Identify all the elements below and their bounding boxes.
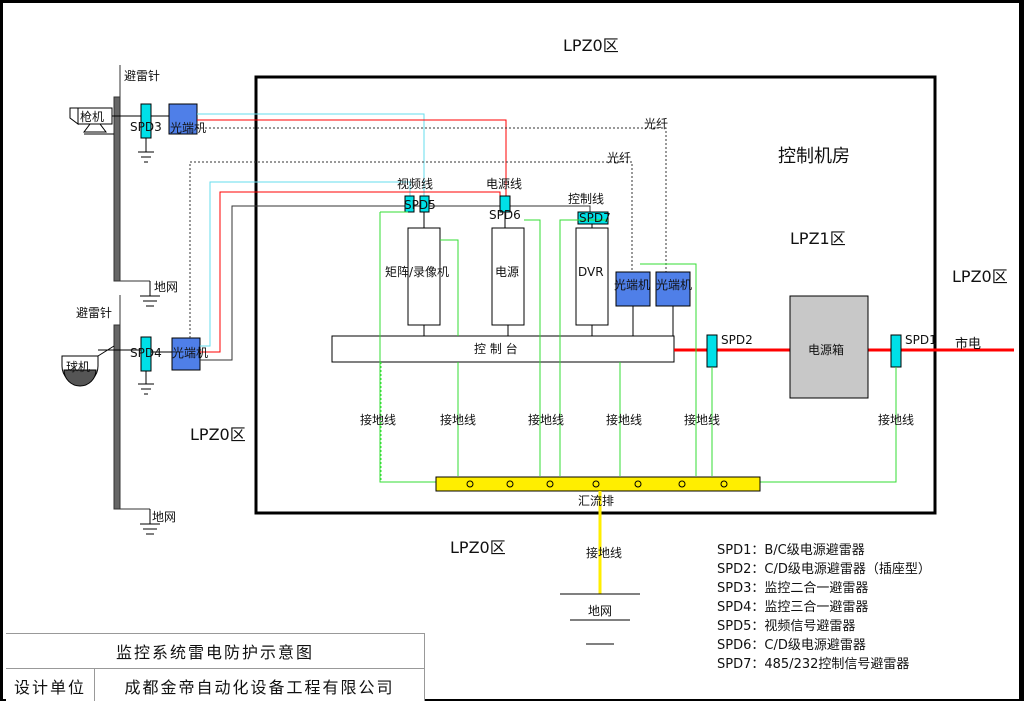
control-cable-label: 控制线	[568, 192, 604, 206]
lower-control-cable	[200, 205, 591, 361]
spd5-device-a	[404, 195, 415, 213]
indoor-optical-terminal-1	[615, 271, 651, 307]
fiber-2-label: 光纤	[607, 151, 631, 165]
outdoor-optical-terminal-2	[171, 337, 201, 371]
fiber-1-label: 光纤	[644, 117, 668, 131]
title-block: 监控系统雷电防护示意图 设计单位 成都金帝自动化设备工程有限公司	[6, 633, 425, 701]
pole-lower-ground-icon	[140, 509, 160, 535]
pole-upper-ground-icon	[140, 281, 160, 307]
drawing-title: 监控系统雷电防护示意图	[6, 634, 424, 669]
upper-power-cable	[197, 119, 507, 196]
designer-name: 成都金帝自动化设备工程有限公司	[124, 677, 395, 697]
spd7-device	[577, 211, 609, 225]
pole-ground-2-label: 地网	[152, 510, 176, 524]
indoor-optical-2-label: 光端机	[656, 278, 692, 292]
ground-wire-label-3: 接地线	[528, 412, 564, 427]
zone-label-lpz0-right: LPZ0区	[952, 267, 1008, 286]
lower-power-cable	[200, 191, 501, 353]
zone-label-lpz0-bottom: LPZ0区	[450, 538, 506, 557]
dvr-label: DVR	[578, 265, 604, 279]
dome-camera-label: 球机	[66, 360, 90, 374]
zone-label-lpz0-left: LPZ0区	[190, 425, 246, 444]
matrix-recorder-box	[407, 227, 441, 326]
spd4-ground-icon	[138, 371, 154, 395]
ground-wire-label-6: 接地线	[878, 412, 914, 427]
drawing-sheet: LPZ0区 LPZ0区 LPZ0区 LPZ0区 LPZ1区 控制机房 避雷针 避…	[3, 3, 1019, 701]
main-ground-label: 地网	[588, 604, 612, 618]
lightning-protection-diagram: LPZ0区 LPZ0区 LPZ0区 LPZ0区 LPZ1区 控制机房 避雷针 避…	[61, 36, 1014, 672]
upper-video-cable	[197, 113, 425, 196]
lightning-rod-1-label: 避雷针	[124, 68, 160, 83]
outdoor-optical-1-label: 光端机	[170, 121, 206, 135]
outdoor-optical-terminal-1	[168, 103, 198, 135]
zone-label-lpz1: LPZ1区	[790, 229, 846, 248]
legend-item: SPD6：C/D级电源避雷器	[717, 638, 866, 653]
pole-lower	[113, 324, 121, 510]
gun-camera-icon	[69, 107, 114, 135]
legend-item: SPD5：视频信号避雷器	[717, 619, 855, 634]
video-cable-label: 视频线	[397, 176, 433, 191]
pole-ground-1-label: 地网	[154, 280, 178, 294]
main-ground-icon	[560, 593, 640, 645]
spd2-device	[706, 334, 718, 368]
zone-label-lpz0-top: LPZ0区	[563, 36, 619, 55]
matrix-label: 矩阵/录像机	[385, 265, 449, 279]
gun-camera-label: 枪机	[80, 109, 104, 124]
legend-item: SPD3：监控二合一避雷器	[717, 581, 868, 596]
power-supply-box	[491, 227, 525, 326]
dvr-box	[575, 227, 609, 326]
busbar-label: 汇流排	[578, 494, 614, 508]
lower-video-cable	[200, 181, 411, 347]
busbar-bolts	[466, 480, 728, 488]
main-ground-wire-label: 接地线	[586, 545, 622, 560]
console-label: 控 制 台	[474, 341, 518, 356]
lightning-rod-2-label: 避雷针	[76, 305, 112, 320]
legend-item: SPD7：485/232控制信号避雷器	[717, 657, 909, 672]
console-box	[331, 335, 675, 363]
spd4-label: SPD4	[130, 346, 162, 360]
ground-wire-label-1: 接地线	[360, 412, 396, 427]
spd1-label: SPD1	[905, 333, 937, 347]
power-box-label: 电源箱	[808, 342, 844, 357]
legend-item: SPD4：监控三合一避雷器	[717, 600, 868, 615]
dome-camera-icon	[61, 345, 115, 387]
spd1-device	[890, 334, 902, 368]
legend: SPD1：B/C级电源避雷器 SPD2：C/D级电源避雷器（插座型） SPD3：…	[717, 543, 931, 672]
outdoor-optical-2-label: 光端机	[172, 346, 208, 360]
pole-upper	[113, 96, 121, 282]
spd3-label: SPD3	[130, 120, 162, 134]
designer-label: 设计单位	[6, 669, 95, 701]
power-supply-label: 电源	[495, 265, 519, 279]
mains-label: 市电	[955, 336, 981, 352]
control-room-boundary	[254, 75, 937, 515]
legend-item: SPD1：B/C级电源避雷器	[717, 543, 865, 558]
indoor-optical-1-label: 光端机	[614, 278, 650, 292]
control-room-label: 控制机房	[778, 146, 850, 167]
legend-item: SPD2：C/D级电源避雷器（插座型）	[717, 562, 931, 577]
spd7-label: SPD7	[579, 211, 611, 225]
ground-wire-label-4: 接地线	[606, 412, 642, 427]
spd2-label: SPD2	[721, 333, 753, 347]
ground-wire-label-2: 接地线	[440, 412, 476, 427]
spd3-ground-icon	[138, 138, 154, 163]
lower-fiber-cable	[189, 161, 633, 338]
upper-fiber-cable	[197, 127, 667, 272]
ground-wire-label-5: 接地线	[684, 412, 720, 427]
spd6-label: SPD6	[489, 208, 521, 222]
ground-wires	[379, 211, 897, 483]
power-cable-label: 电源线	[486, 177, 522, 191]
spd5-label: SPD5	[404, 198, 436, 212]
power-box	[789, 295, 869, 399]
